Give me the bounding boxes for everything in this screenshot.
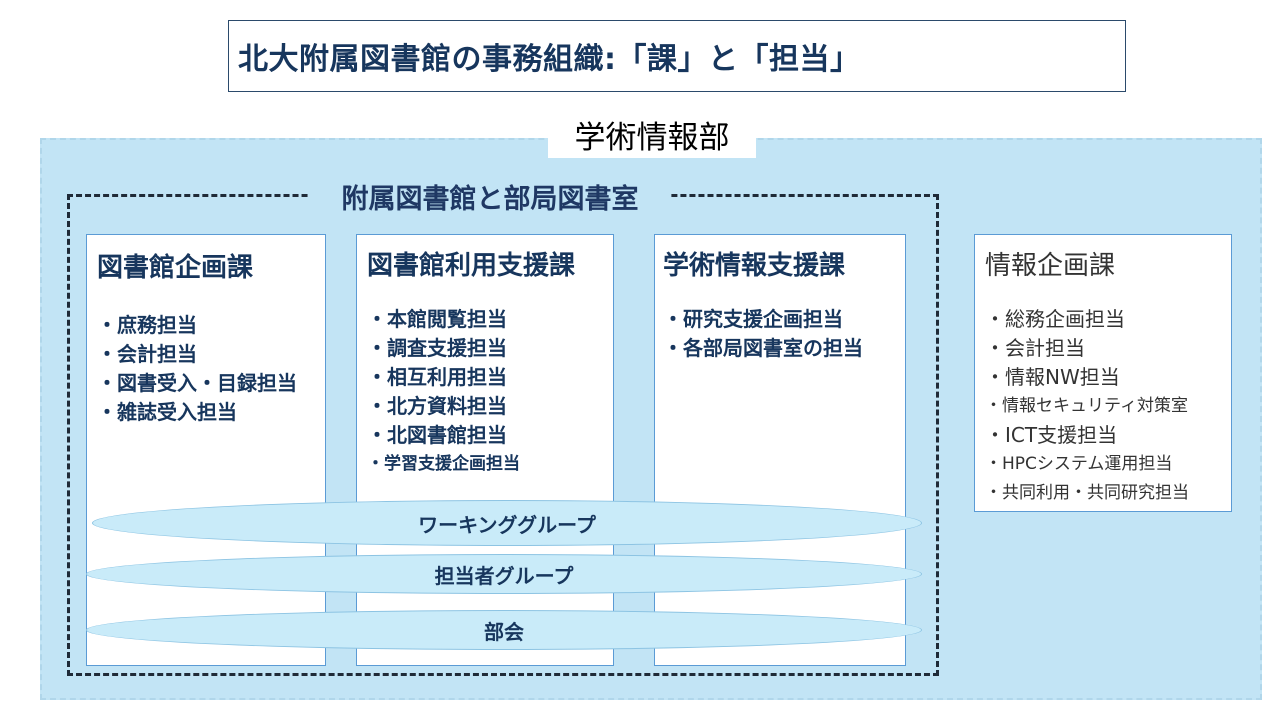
- library-group-label: 附属図書館と部局図書室: [310, 180, 670, 220]
- list-item: ・学習支援企画担当: [367, 454, 520, 474]
- list-item: ・図書受入・目録担当: [97, 371, 297, 395]
- section-library-user-support: 図書館利用支援課 ・本館閲覧担当 ・調査支援担当 ・相互利用担当 ・北方資料担当…: [356, 234, 614, 666]
- list-item: ・情報セキュリティ対策室: [985, 396, 1188, 416]
- section-item-list: ・総務企画担当 ・会計担当 ・情報NW担当 ・情報セキュリティ対策室 ・ICT支…: [985, 305, 1189, 508]
- list-item: ・総務企画担当: [985, 307, 1125, 331]
- section-item-list: ・庶務担当 ・会計担当 ・図書受入・目録担当 ・雑誌受入担当: [97, 311, 297, 427]
- section-academic-info-support: 学術情報支援課 ・研究支援企画担当 ・各部局図書室の担当: [654, 234, 906, 666]
- section-library-planning: 図書館企画課 ・庶務担当 ・会計担当 ・図書受入・目録担当 ・雑誌受入担当: [86, 234, 326, 666]
- department-label: 学術情報部: [574, 120, 730, 156]
- list-item: ・会計担当: [97, 342, 197, 366]
- ellipse-label: 部会: [484, 619, 524, 644]
- staff-group-ellipse: 担当者グループ: [86, 554, 922, 594]
- list-item: ・調査支援担当: [367, 336, 507, 360]
- list-item: ・研究支援企画担当: [663, 307, 843, 331]
- list-item: ・ICT支援担当: [985, 423, 1118, 447]
- list-item: ・情報NW担当: [985, 365, 1120, 389]
- section-item-list: ・本館閲覧担当 ・調査支援担当 ・相互利用担当 ・北方資料担当 ・北図書館担当 …: [367, 305, 520, 479]
- list-item: ・会計担当: [985, 336, 1085, 360]
- section-title: 図書館企画課: [97, 253, 254, 283]
- list-item: ・HPCシステム運用担当: [985, 454, 1173, 474]
- department-label-background: [548, 108, 756, 158]
- list-item: ・共同利用・共同研究担当: [985, 483, 1189, 503]
- list-item: ・各部局図書室の担当: [663, 336, 863, 360]
- list-item: ・北図書館担当: [367, 423, 507, 447]
- section-title: 情報企画課: [985, 251, 1116, 281]
- ellipse-label: 担当者グループ: [434, 563, 574, 588]
- section-title: 学術情報支援課: [663, 251, 846, 281]
- page-title: 北大附属図書館の事務組織:「課」と「担当」: [238, 42, 861, 77]
- list-item: ・本館閲覧担当: [367, 307, 507, 331]
- list-item: ・雑誌受入担当: [97, 400, 237, 424]
- list-item: ・北方資料担当: [367, 394, 507, 418]
- list-item: ・庶務担当: [97, 313, 197, 337]
- working-group-ellipse: ワーキンググループ: [92, 500, 922, 546]
- title-box: [228, 20, 1126, 92]
- section-title: 図書館利用支援課: [367, 251, 576, 281]
- ellipse-label: ワーキンググループ: [418, 512, 596, 537]
- section-info-planning: 情報企画課 ・総務企画担当 ・会計担当 ・情報NW担当 ・情報セキュリティ対策室…: [974, 234, 1232, 512]
- section-item-list: ・研究支援企画担当 ・各部局図書室の担当: [663, 305, 863, 363]
- list-item: ・相互利用担当: [367, 365, 507, 389]
- division-group-ellipse: 部会: [86, 610, 922, 650]
